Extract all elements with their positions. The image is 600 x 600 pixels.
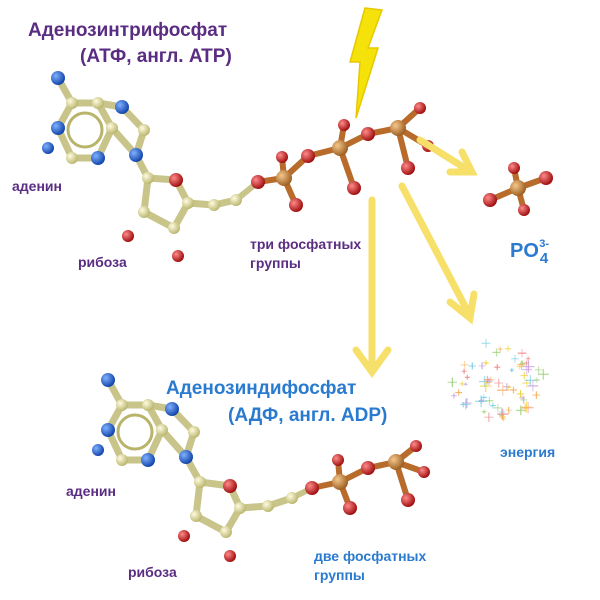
adp-ribose-label: рибоза: [128, 564, 177, 580]
atp-atoms: [42, 71, 434, 262]
reaction-arrows: [352, 136, 478, 378]
atp-phosphates-label-line2: группы: [250, 255, 301, 271]
atp-phosphates-label-line1: три фосфатных: [250, 236, 362, 252]
arrow-to-energy-head: [446, 290, 478, 325]
phosphate-ion-subscript: 4: [539, 250, 549, 267]
atp-molecule: [42, 71, 434, 262]
adp-phosphates-label-line2: группы: [314, 567, 365, 583]
energy-sparkle-icon: [447, 338, 549, 422]
energy-label: энергия: [500, 444, 556, 460]
arrow-to-phosphate-head: [446, 148, 478, 176]
atp-title-line1: Аденозинтрифосфат: [28, 20, 228, 41]
arrow-to-energy: [398, 182, 472, 316]
adp-phosphates-label-line1: две фосфатных: [314, 548, 427, 564]
adp-title-line1: Аденозиндифосфат: [166, 378, 357, 399]
phosphate-ion-symbol: PO: [510, 240, 539, 262]
lightning-bolt-icon: [349, 7, 384, 119]
adp-molecule: [92, 373, 430, 562]
arrow-to-adp-head: [352, 346, 392, 378]
adp-title-line2: (АДФ, англ. ADP): [228, 405, 388, 426]
arrow-to-phosphate: [416, 136, 472, 174]
atp-ribose-label: рибоза: [78, 254, 127, 270]
phosphate-ion-molecule: [483, 162, 553, 216]
phosphate-ion-formula: PO43-: [510, 238, 558, 267]
adp-adenine-label: аденин: [66, 483, 116, 499]
atp-adenine-label: аденин: [12, 178, 62, 194]
atp-title-line2: (АТФ, англ. ATP): [80, 46, 232, 67]
phosphate-ion-charge: 3-: [539, 238, 550, 250]
